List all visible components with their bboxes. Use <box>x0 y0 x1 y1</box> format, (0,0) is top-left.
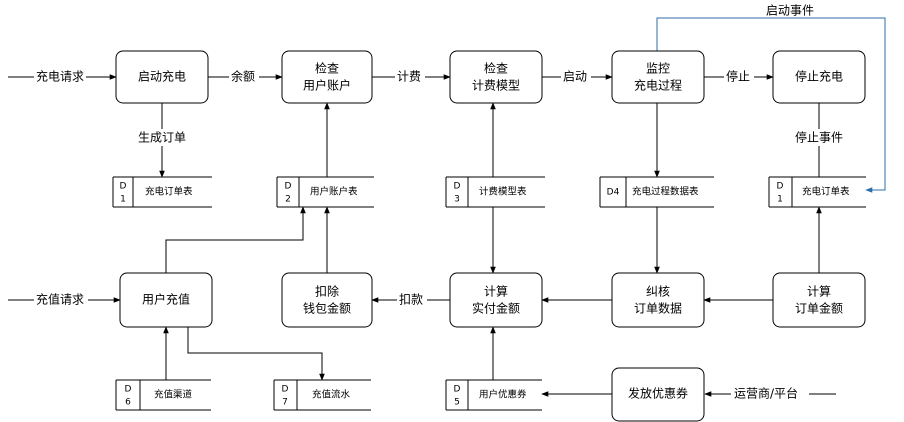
datastore-d1-charge-order-right: D 1 充电订单表 <box>768 176 866 208</box>
label-recharge-request: 充值请求 <box>36 292 84 307</box>
label-stop-event: 停止事件 <box>795 130 843 145</box>
store-name: 充电订单表 <box>802 186 850 198</box>
store-id: 1 <box>120 195 126 205</box>
label-start-event: 启动事件 <box>766 4 814 18</box>
process-label: 纠核 <box>646 285 670 299</box>
label-billing: 计费 <box>397 70 421 84</box>
process-label: 扣除 <box>315 284 339 299</box>
process-label: 启动充电 <box>138 69 186 84</box>
process-label: 计费模型 <box>472 79 520 93</box>
process-label: 用户充值 <box>142 292 190 307</box>
label-start: 启动 <box>563 70 587 84</box>
datastore-d2-user-account: D 2 用户账户表 <box>276 176 374 208</box>
store-name: 充值流水 <box>312 389 351 401</box>
process-stop-charge: 停止充电 <box>772 50 866 104</box>
process-check-account: 检查 用户账户 <box>281 50 373 104</box>
process-label: 检查 <box>484 61 508 76</box>
label-operator-platform: 运营商/平台 <box>734 386 798 401</box>
store-id: 3 <box>454 195 460 205</box>
store-name: 用户优惠券 <box>479 389 527 401</box>
flow-start-event <box>656 17 886 193</box>
process-label: 订单金额 <box>795 301 843 316</box>
flow-recharge-to-d7 <box>187 327 325 381</box>
store-id: D <box>285 182 292 192</box>
process-label: 计算 <box>807 284 831 299</box>
process-label: 订单数据 <box>634 301 682 316</box>
process-verify-order: 纠核 订单数据 <box>611 272 705 328</box>
label-balance: 余额 <box>231 69 255 84</box>
store-id: 5 <box>454 398 460 408</box>
process-calc-order: 计算 订单金额 <box>772 272 866 328</box>
process-start-charge: 启动充电 <box>115 50 209 104</box>
store-id: D4 <box>607 188 620 198</box>
store-id: 2 <box>285 195 291 205</box>
datastore-d4-charge-process: D4 充电过程数据表 <box>599 176 714 208</box>
store-name: 计费模型表 <box>479 186 527 198</box>
process-label: 停止充电 <box>795 69 843 84</box>
process-label: 实付金额 <box>472 301 520 316</box>
label-deduct: 扣款 <box>399 293 423 307</box>
datastore-d1-charge-order: D 1 充电订单表 <box>112 176 212 208</box>
store-id: D <box>120 182 127 192</box>
process-label: 监控 <box>646 62 670 76</box>
process-deduct-wallet: 扣除 钱包金额 <box>281 272 373 328</box>
datastore-d3-fee-model: D 3 计费模型表 <box>445 176 545 208</box>
process-calc-actual: 计算 实付金额 <box>449 272 543 328</box>
store-name: 充值渠道 <box>154 389 193 401</box>
datastore-d5-user-coupon: D 5 用户优惠券 <box>445 379 542 411</box>
store-id: 1 <box>777 195 783 205</box>
store-id: D <box>125 385 132 395</box>
label-charge-request: 充电请求 <box>36 69 84 84</box>
store-name: 充电订单表 <box>145 186 193 198</box>
process-label: 用户账户 <box>303 78 351 93</box>
store-name: 用户账户表 <box>310 186 358 198</box>
process-label: 检查 <box>315 61 339 76</box>
store-id: D <box>777 182 784 192</box>
label-generate-order: 生成订单 <box>138 131 186 145</box>
flow-recharge-to-d2 <box>165 206 306 273</box>
store-id: 7 <box>282 398 288 408</box>
process-monitor: 监控 充电过程 <box>611 50 705 104</box>
process-label: 计算 <box>484 284 508 299</box>
process-label: 钱包金额 <box>303 301 351 316</box>
store-id: D <box>282 385 289 395</box>
process-issue-coupon: 发放优惠券 <box>611 367 705 422</box>
store-id: D <box>454 385 461 395</box>
process-check-fee-model: 检查 计费模型 <box>449 50 543 104</box>
store-name: 充电过程数据表 <box>632 186 699 198</box>
datastore-d7-recharge-flow: D 7 充值流水 <box>273 379 371 411</box>
store-id: 6 <box>125 398 131 408</box>
flow-labels: 充电请求 余额 计费 启动 停止 启动事件 生成订单 停止事件 充值请求 扣款 … <box>34 4 847 402</box>
process-label: 发放优惠券 <box>628 386 688 401</box>
store-id: D <box>454 182 461 192</box>
label-stop: 停止 <box>726 69 750 84</box>
datastore-d6-recharge-channel: D 6 充值渠道 <box>115 379 211 411</box>
process-user-recharge: 用户充值 <box>119 272 213 328</box>
process-label: 充电过程 <box>634 78 682 93</box>
